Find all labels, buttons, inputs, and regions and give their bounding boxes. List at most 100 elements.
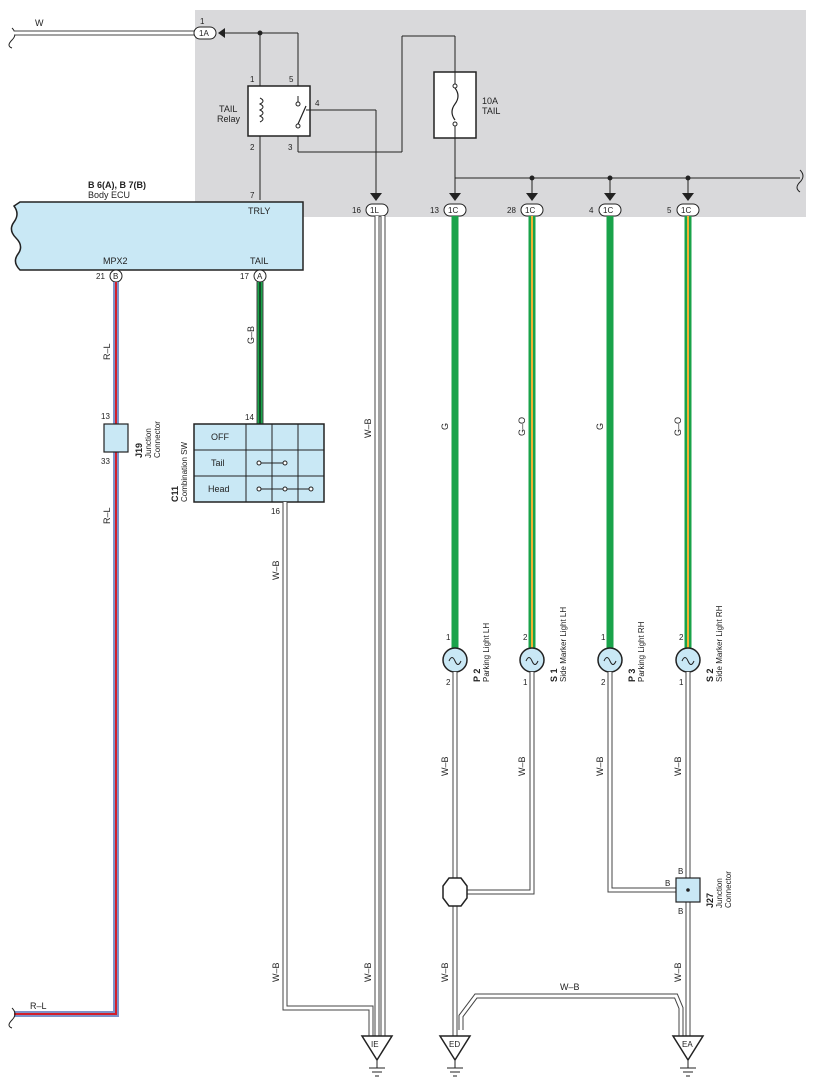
connector-1l: 1L 16 [352,193,389,217]
lamp-p3-pin-in: 1 [601,633,606,642]
comb-ground-wire: W–B W–B [271,502,374,1036]
wire-label-p2-wb: W–B [440,756,450,776]
wire-label-p3-g: G [595,423,605,430]
ground-ie-label: IE [371,1040,379,1049]
lamp-s2-pin-out: 1 [679,678,684,687]
fuse-name: TAIL [482,106,500,116]
j27-code: J27 [705,893,715,908]
wire-label-rl-2: R–L [102,507,112,524]
ground-ea-label: EA [682,1040,693,1049]
comb-pin-in: 14 [245,413,254,422]
fuse-rating: 10A [482,96,498,106]
wire-label-rl-1: R–L [102,343,112,360]
comb-row-head: Head [208,484,230,494]
feed-wires: G G–O G G–O [440,216,692,648]
lamp-s2-name: Side Marker Light RH [715,605,724,682]
wire-label-comb-wb: W–B [271,560,281,580]
comb-row-tail: Tail [211,458,225,468]
lamp-s1-pin-out: 1 [523,678,528,687]
lamp-ground-wires: W–B W–B W–B W–B W–B W–B W–B [440,672,691,1036]
ecu-name: Body ECU [88,190,130,200]
wire-label-s1-wb: W–B [517,756,527,776]
connector-1c-5-pin: 5 [667,206,672,215]
input-wire: W [8,18,196,49]
relay-name-1: TAIL [219,104,237,114]
relay-pin-3: 3 [288,143,293,152]
lamp-p2: 1 2 P 2 Parking Light LH [442,623,491,687]
connector-1c-13-code: 1C [448,206,458,215]
ecu-ground-wire: W–B W–B [363,216,386,1036]
connector-1c-4: 1C 4 [589,193,622,217]
ecu-tail: TAIL [250,256,268,266]
wire-label-1l-wb: W–B [363,418,373,438]
connector-1c-4-pin: 4 [589,206,594,215]
wire-label-p3-wb: W–B [595,756,605,776]
lamp-p3-code: P 3 [627,669,637,682]
comb-row-off: OFF [211,432,229,442]
internal-wiring [225,30,804,200]
connector-1a-pin: 1 [200,17,205,26]
j27-junction-connector: B B B J27 Junction Connector [665,867,733,916]
j27-pin-top: B [678,867,683,876]
connector-1l-code: 1L [370,206,379,215]
connector-1l-pin: 16 [352,206,361,215]
lamp-p2-pin-in: 1 [446,633,451,642]
combination-switch: OFF Tail Head 14 16 C11 Combination SW [170,413,325,516]
body-ecu: B 6(A), B 7(B) Body ECU 7 TRLY MPX2 TAIL… [10,180,304,283]
ecu-tail-pin: 17 [240,272,249,281]
ground-ed: ED [438,1035,472,1077]
comb-name: Combination SW [180,442,189,502]
wire-label-comb-wb-2: W–B [271,962,281,982]
ground-ed-label: ED [449,1040,460,1049]
lamp-p2-name: Parking Light LH [482,623,491,682]
connector-1c-13: 1C 13 [430,193,467,217]
wire-label-s2-go: G–O [673,417,683,436]
j19-junction-connector: 13 33 J19 Junction Connector [101,412,162,466]
connector-1c-28-code: 1C [525,206,535,215]
lamp-s1-code: S 1 [549,668,559,682]
relay-pin-1: 1 [250,75,255,84]
connector-1a: 1 1A [193,17,225,40]
j27-pin-bottom: B [678,907,683,916]
j19-name-1: Junction [144,428,153,458]
gb-wire: G–B [246,282,264,424]
lamp-s1: 2 1 S 1 Side Marker Light LH [519,607,568,687]
ecu-title: B 6(A), B 7(B) [88,180,146,190]
lamp-p2-code: P 2 [472,669,482,682]
wire-label-1l-wb-2: W–B [363,962,373,982]
rl-wire: R–L R–L R–L [8,282,119,1029]
lamp-s2-code: S 2 [705,668,715,682]
lamp-s2-pin-in: 2 [679,633,684,642]
relay-name-2: Relay [217,114,241,124]
comb-pin-out: 16 [271,507,280,516]
ecu-mpx2: MPX2 [103,256,128,266]
wire-label-p2-g: G [440,423,450,430]
lamp-s2: 2 1 S 2 Side Marker Light RH [675,605,724,687]
wire-label-ed-ea: W–B [560,982,580,992]
ecu-mpx2-conn: B [113,272,118,281]
j27-pin-left: B [665,879,670,888]
wire-label-w: W [35,18,44,28]
connector-1a-code: 1A [199,29,209,38]
wire-label-ed-wb: W–B [440,962,450,982]
lamp-p3-pin-out: 2 [601,678,606,687]
j27-name-1: Junction [715,878,724,908]
j27-name-2: Connector [724,871,733,908]
j19-pin-top: 13 [101,412,110,421]
lamp-p3-name: Parking Light RH [637,621,646,682]
connector-1c-28-pin: 28 [507,206,516,215]
connector-1c-5-code: 1C [681,206,691,215]
relay-pin-4: 4 [315,99,320,108]
wire-label-s2-wb: W–B [673,756,683,776]
tail-fuse: 10A TAIL [433,71,500,139]
connector-1c-13-pin: 13 [430,206,439,215]
j19-code: J19 [134,443,144,458]
tail-relay: TAIL Relay 1 5 4 2 3 [217,75,320,152]
lamp-s1-name: Side Marker Light LH [559,607,568,682]
ground-ie: IE [360,1035,394,1077]
splice-point [442,877,468,907]
connector-1c-4-code: 1C [603,206,613,215]
lamp-p2-pin-out: 2 [446,678,451,687]
wire-label-ea-wb: W–B [673,962,683,982]
